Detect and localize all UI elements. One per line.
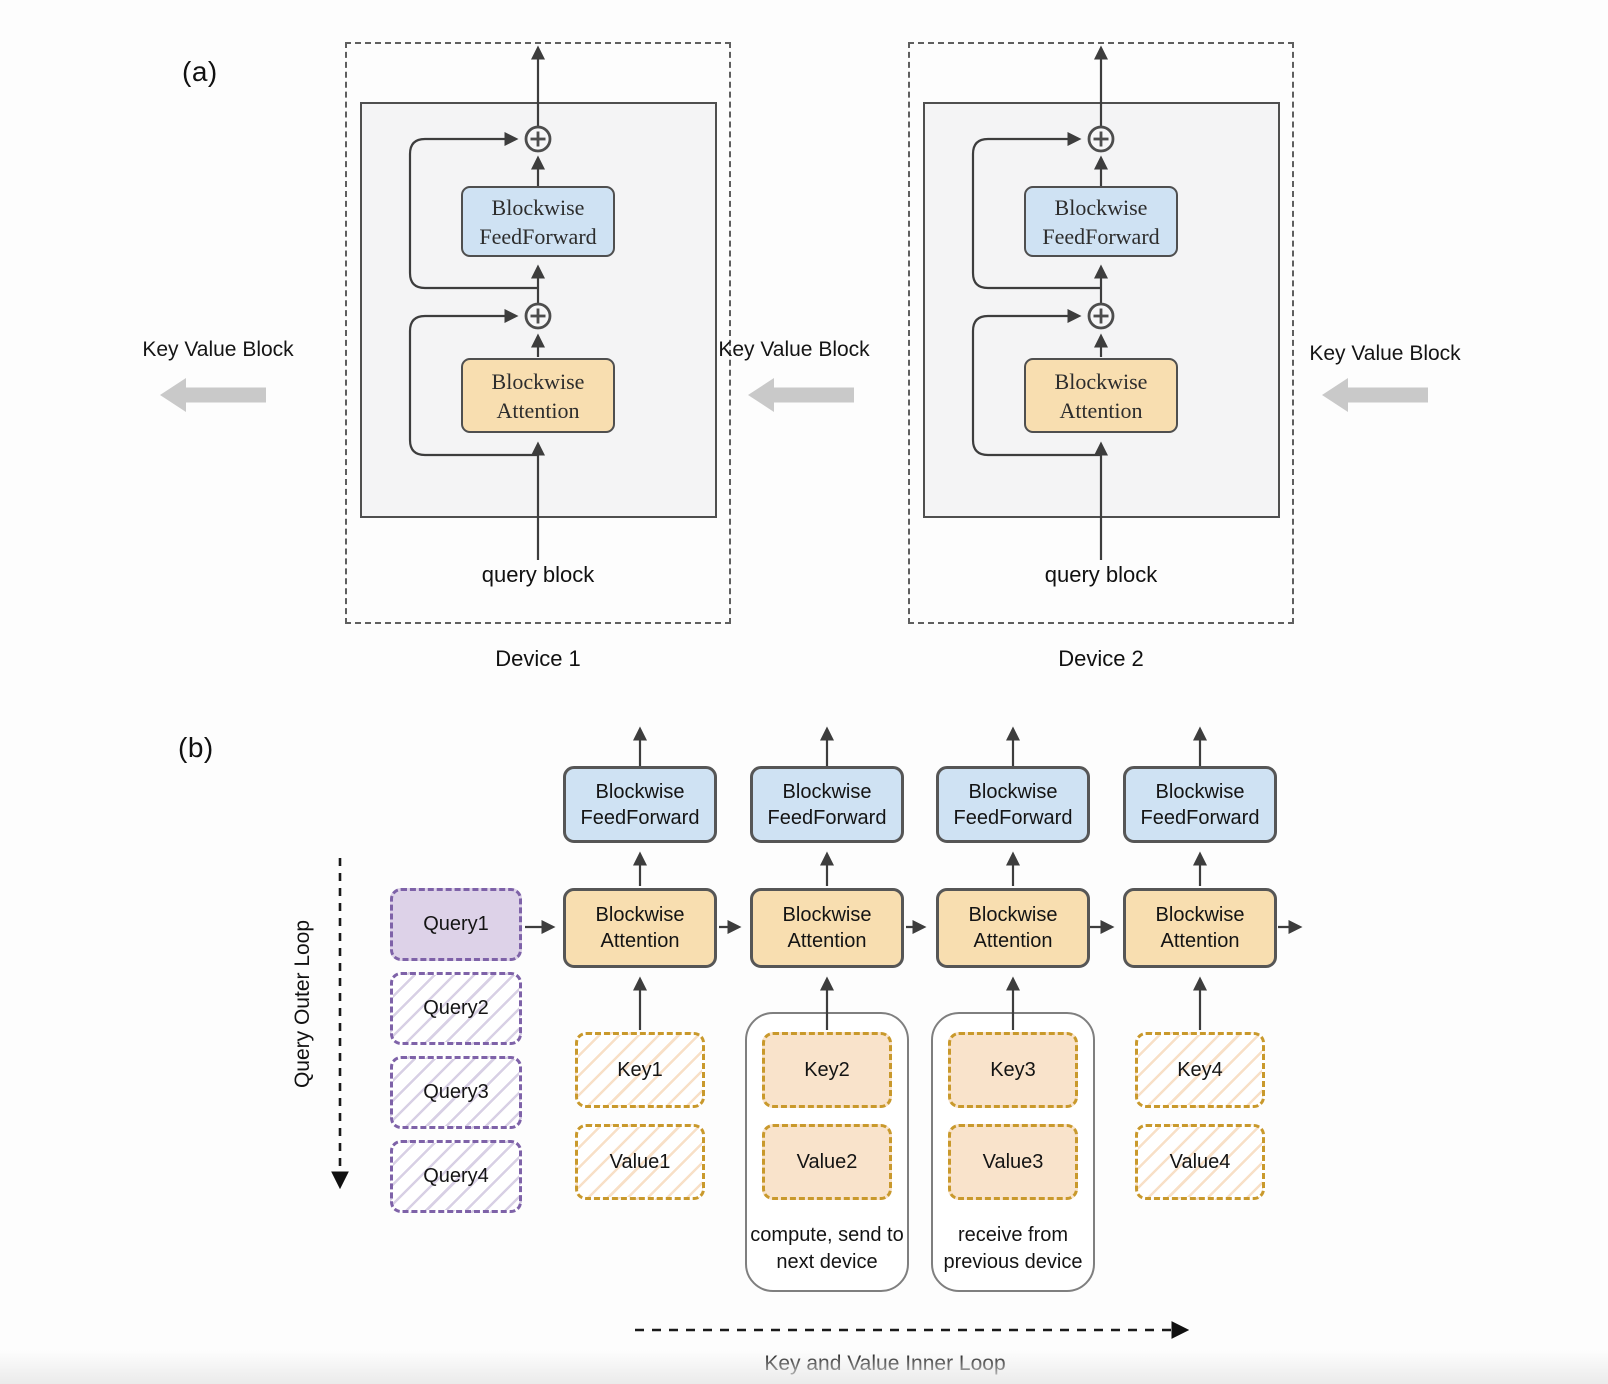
value-2-box: Value2: [762, 1124, 892, 1200]
feedforward-box: Blockwise FeedForward: [1024, 186, 1178, 257]
device-1-transformer-block: [360, 102, 717, 518]
annotation-line: next device: [776, 1251, 878, 1273]
annotation-line: previous device: [943, 1251, 1083, 1273]
kv-arrow-middle-icon: [748, 378, 854, 412]
attention-box: Blockwise Attention: [1123, 888, 1277, 968]
attention-box: Blockwise Attention: [750, 888, 904, 968]
query-block-label: query block: [481, 562, 595, 587]
key-3-box: Key3: [948, 1032, 1078, 1108]
query-1-box: Query1: [390, 888, 522, 961]
kv-block-label-right: Key Value Block: [1309, 342, 1461, 365]
attention-box: Blockwise Attention: [461, 358, 615, 433]
device-2-dashed-boundary: [908, 42, 1294, 624]
value-1-box: Value1: [575, 1124, 705, 1200]
bottom-fade: [0, 1350, 1608, 1384]
panel-b-label: (b): [178, 732, 214, 763]
key-4-box: Key4: [1135, 1032, 1265, 1108]
query-outer-loop-label: Query Outer Loop: [291, 919, 314, 1089]
annotation-line: receive from: [957, 1224, 1069, 1246]
device-2-transformer-block: [923, 102, 1280, 518]
feedforward-box: Blockwise FeedForward: [1123, 766, 1277, 843]
feedforward-box: Blockwise FeedForward: [936, 766, 1090, 843]
attention-box: Blockwise Attention: [563, 888, 717, 968]
value-3-box: Value3: [948, 1124, 1078, 1200]
kv-arrow-left-icon: [160, 378, 266, 412]
panel-a-label: (a): [182, 56, 218, 87]
annotation-line: compute, send to: [750, 1224, 904, 1246]
attention-box: Blockwise Attention: [1024, 358, 1178, 433]
query-2-box: Query2: [390, 972, 522, 1045]
kv-block-label-left: Key Value Block: [142, 338, 294, 361]
key-2-box: Key2: [762, 1032, 892, 1108]
feedforward-box: Blockwise FeedForward: [461, 186, 615, 257]
value-4-box: Value4: [1135, 1124, 1265, 1200]
feedforward-box: Blockwise FeedForward: [750, 766, 904, 843]
device-1-label: Device 1: [495, 646, 581, 671]
key-1-box: Key1: [575, 1032, 705, 1108]
receive-annotation: receive from previous device: [927, 1222, 1099, 1276]
compute-send-annotation: compute, send to next device: [741, 1222, 913, 1276]
device-2-label: Device 2: [1058, 646, 1144, 671]
query-block-label: query block: [1044, 562, 1158, 587]
device-1-dashed-boundary: [345, 42, 731, 624]
attention-box: Blockwise Attention: [936, 888, 1090, 968]
kv-arrow-right-icon: [1322, 378, 1428, 412]
feedforward-box: Blockwise FeedForward: [563, 766, 717, 843]
query-4-box: Query4: [390, 1140, 522, 1213]
kv-block-label-middle: Key Value Block: [718, 338, 870, 361]
query-3-box: Query3: [390, 1056, 522, 1129]
